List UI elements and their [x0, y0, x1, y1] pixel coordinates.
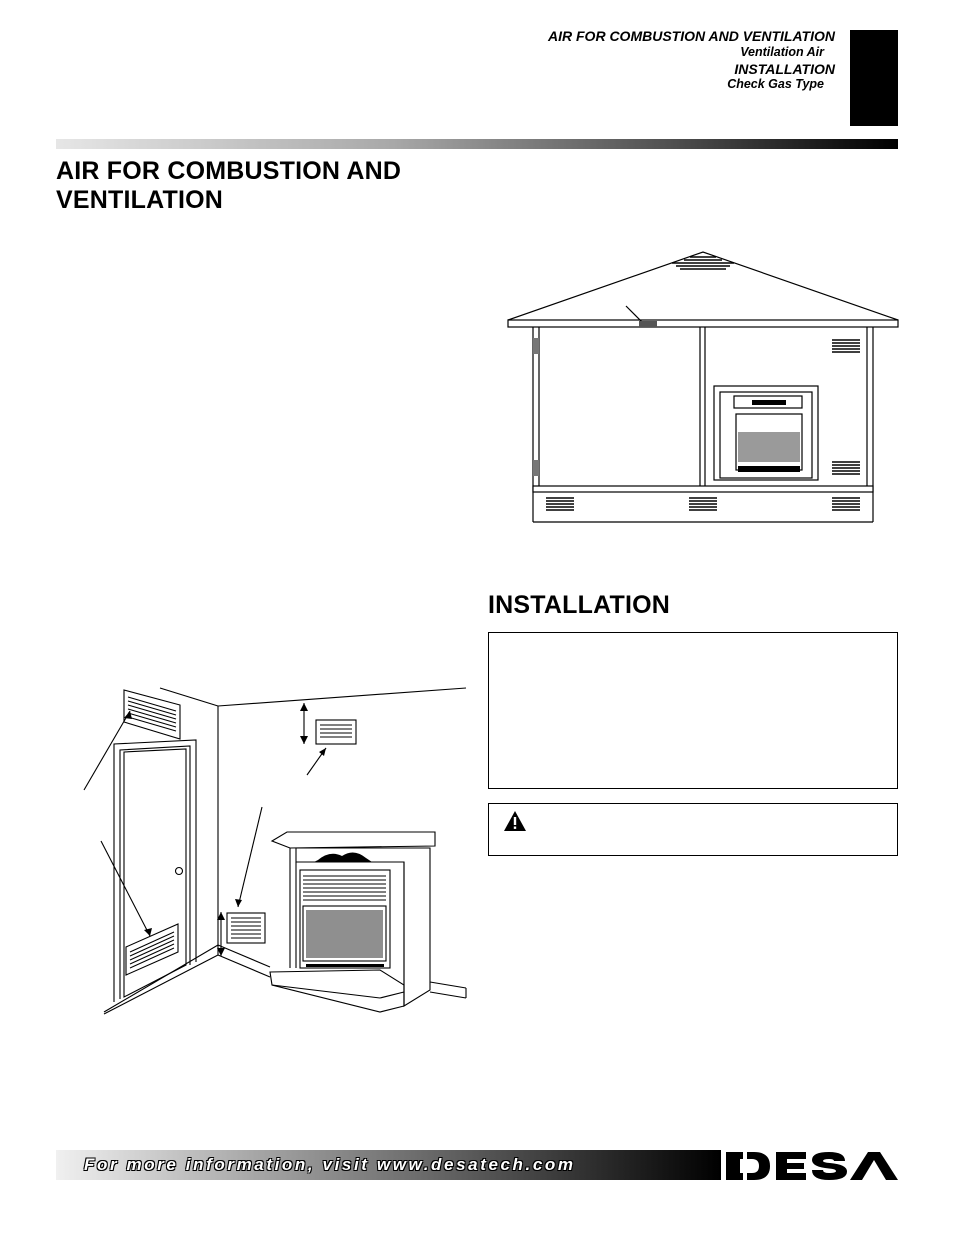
heading-installation: INSTALLATION: [488, 591, 671, 619]
footer-info-text: For more information, visit www.desatech…: [84, 1155, 576, 1174]
heading-air-for-combustion: AIR FOR COMBUSTION AND VENTILATION: [56, 157, 402, 214]
header-section-title: AIR FOR COMBUSTION AND VENTILATION: [548, 28, 835, 44]
page-tab-marker: [850, 30, 898, 126]
header-section-installation: INSTALLATION: [734, 61, 835, 77]
installation-notice-box: [488, 632, 898, 789]
footer-bar: [56, 1150, 721, 1180]
header-subsection-check-gas-type: Check Gas Type: [727, 77, 824, 91]
header-subsection-ventilation-air: Ventilation Air: [740, 45, 824, 59]
warning-triangle-icon: [504, 811, 526, 831]
desa-logo: [726, 1150, 898, 1182]
header-rule: [56, 139, 898, 149]
warning-box: [488, 803, 898, 856]
